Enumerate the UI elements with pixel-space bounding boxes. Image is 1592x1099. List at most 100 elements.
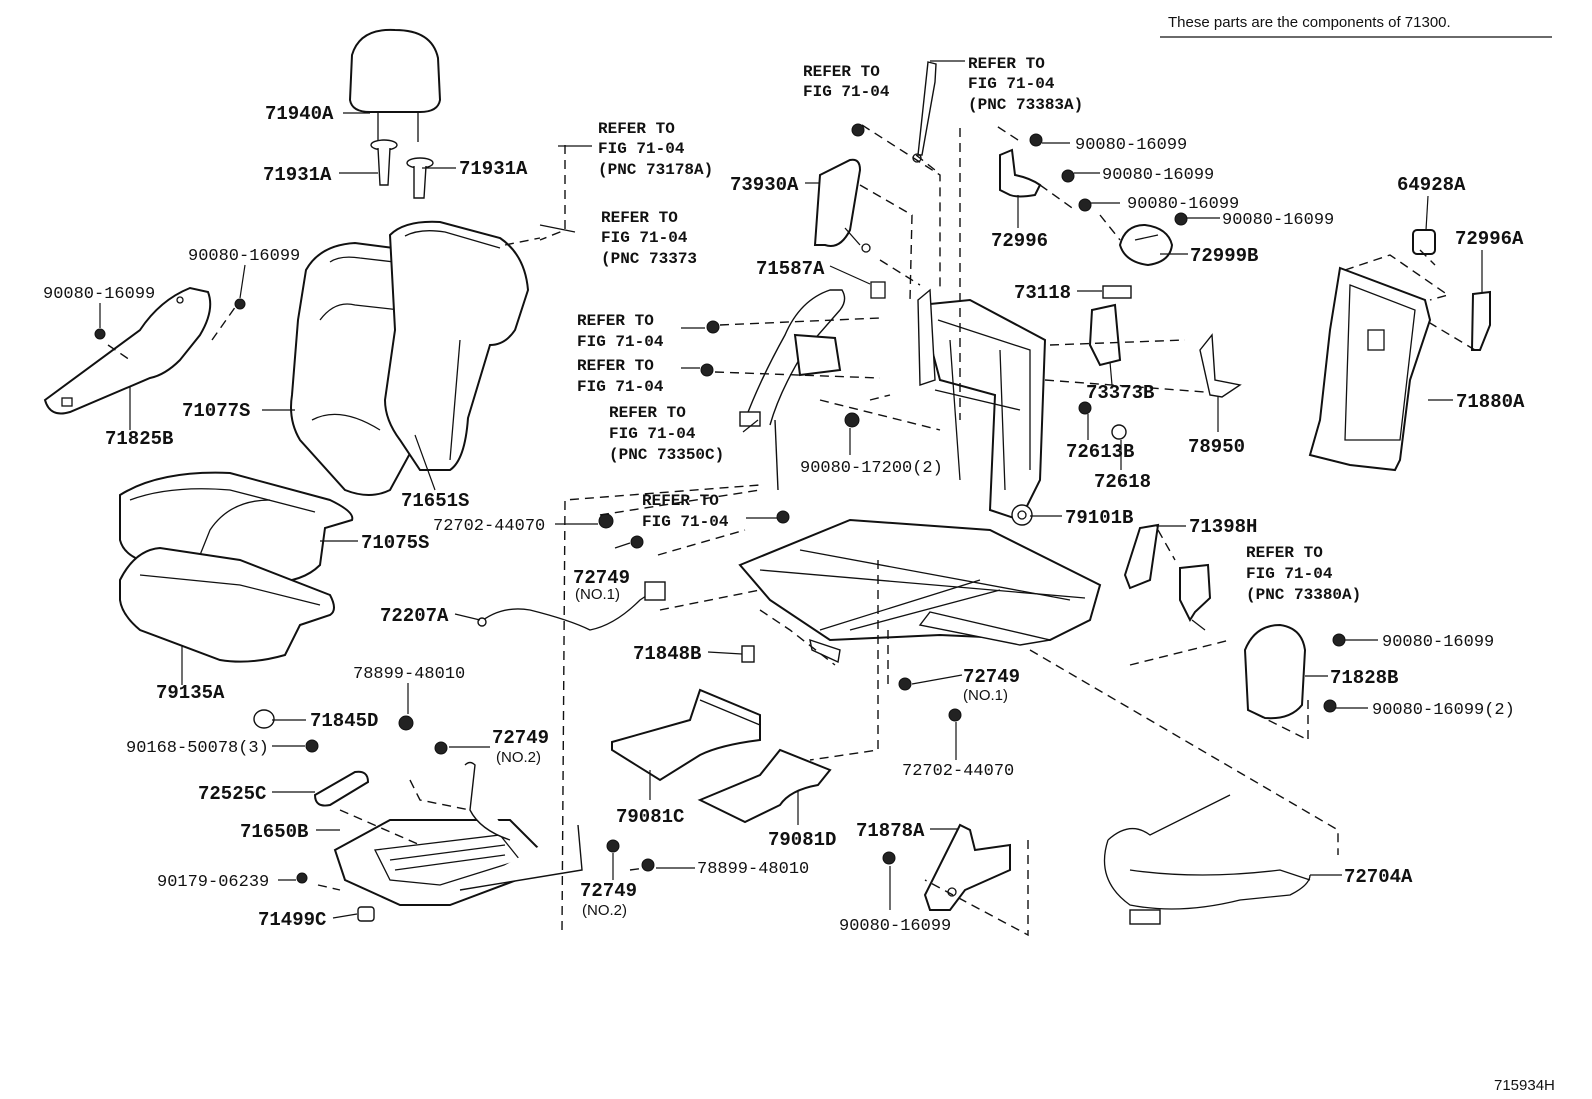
side-cover-left (43, 286, 212, 415)
label-79081D: 79081D (768, 829, 836, 851)
refer-to-fig-4: REFER TO FIG 71-04 (642, 492, 729, 531)
label-no2-b: (NO.2) (496, 749, 541, 766)
svg-text:REFER TO: REFER TO (598, 120, 675, 138)
svg-text:REFER TO: REFER TO (609, 404, 686, 422)
label-no1-d: (NO.1) (963, 687, 1008, 704)
svg-text:(PNC 73350C): (PNC 73350C) (609, 446, 724, 464)
svg-text:FIG 71-04: FIG 71-04 (803, 83, 890, 101)
label-73930A: 73930A (730, 174, 799, 196)
label-71077S: 71077S (182, 400, 250, 422)
label-90080-16099-d: 90080-16099 (1075, 136, 1187, 155)
label-no1-a: (NO.1) (575, 586, 620, 603)
label-64928A: 64928A (1397, 174, 1466, 196)
label-90080-16099-g: 90080-16099 (1222, 211, 1334, 230)
svg-text:(PNC 73178A): (PNC 73178A) (598, 161, 713, 179)
label-71931A-right: 71931A (459, 158, 528, 180)
label-90080-16099-e: 90080-16099 (1102, 166, 1214, 185)
bracket-72996 (999, 148, 1042, 198)
label-78899-48010-b: 78899-48010 (697, 860, 809, 879)
label-72999B: 72999B (1190, 245, 1258, 267)
bracket-71398H (1123, 523, 1160, 590)
cable-72704A (1103, 794, 1311, 925)
cap-71845D (253, 709, 275, 729)
seatback-frame (917, 288, 1047, 522)
floor-mat-79081D (697, 748, 832, 824)
lever-handle (313, 770, 370, 807)
svg-text:(PNC 73383A): (PNC 73383A) (968, 96, 1083, 114)
trim-73930A (813, 158, 871, 253)
svg-text:FIG 71-04: FIG 71-04 (601, 229, 688, 247)
label-78899-48010-a: 78899-48010 (353, 665, 465, 684)
svg-text:FIG 71-04: FIG 71-04 (1246, 565, 1333, 583)
svg-text:REFER TO: REFER TO (803, 63, 880, 81)
svg-text:REFER TO: REFER TO (642, 492, 719, 510)
bracket-72996A (1470, 290, 1491, 351)
label-71499C: 71499C (258, 909, 326, 931)
svg-text:FIG 71-04: FIG 71-04 (577, 378, 664, 396)
headrest-guide-left (370, 139, 398, 186)
label-72702-44070-b: 72702-44070 (902, 762, 1014, 781)
label-90080-16099-c: 90080-16099 (839, 917, 951, 936)
part-labels: 71940A 71931A 71931A 90080-16099 90080-1… (43, 103, 1525, 936)
svg-text:(PNC 73373: (PNC 73373 (601, 250, 697, 268)
refer-to-73380A: REFER TO FIG 71-04 (PNC 73380A) (1246, 544, 1361, 604)
release-cable (477, 581, 666, 631)
label-71880A: 71880A (1456, 391, 1525, 413)
figure-id: 715934H (1494, 1077, 1555, 1094)
label-72749-d: 72749 (963, 666, 1020, 688)
cushion-frame (333, 761, 583, 906)
hinge-79101B (1011, 504, 1033, 526)
label-79135A: 79135A (156, 682, 225, 704)
refer-to-fig-1: REFER TO FIG 71-04 (803, 63, 890, 101)
label-71940A: 71940A (265, 103, 334, 125)
label-90080-16099-f: 90080-16099 (1127, 195, 1239, 214)
label-71075S: 71075S (361, 532, 429, 554)
seat-belt (739, 289, 846, 491)
label-71825B: 71825B (105, 428, 173, 450)
svg-text:FIG 71-04: FIG 71-04 (968, 75, 1055, 93)
label-72618: 72618 (1094, 471, 1151, 493)
cover-71828B (1243, 623, 1307, 720)
cover-72999B (1118, 223, 1174, 267)
header-note: These parts are the components of 71300. (1168, 14, 1451, 31)
label-71650B: 71650B (240, 821, 308, 843)
label-72749-c: 72749 (580, 880, 637, 902)
label-78950: 78950 (1188, 436, 1245, 458)
svg-text:REFER TO: REFER TO (1246, 544, 1323, 562)
label-72525C: 72525C (198, 783, 266, 805)
label-72749-a: 72749 (573, 567, 630, 589)
dashed-guides (107, 124, 1476, 937)
label-79081C: 79081C (616, 806, 684, 828)
belt-anchor-rod (912, 61, 937, 163)
seatback-pad (383, 220, 530, 471)
label-90080-16099-b: 90080-16099 (43, 285, 155, 304)
label-71587A: 71587A (756, 258, 825, 280)
label-72704A: 72704A (1344, 866, 1413, 888)
label-71587A-part (870, 281, 886, 299)
label-90080-16099-h: 90080-16099 (1382, 633, 1494, 652)
seat-buckle (1179, 563, 1212, 631)
label-90179-06239: 90179-06239 (157, 873, 269, 892)
svg-text:REFER TO: REFER TO (968, 55, 1045, 73)
part-73118 (1102, 285, 1132, 299)
label-73373B: 73373B (1086, 382, 1154, 404)
label-no2-c: (NO.2) (582, 902, 627, 919)
svg-text:REFER TO: REFER TO (577, 357, 654, 375)
svg-text:FIG 71-04: FIG 71-04 (577, 333, 664, 351)
svg-text:REFER TO: REFER TO (601, 209, 678, 227)
fasteners (94, 123, 1346, 922)
bracket-71878A (923, 823, 1011, 911)
svg-text:FIG 71-04: FIG 71-04 (598, 140, 685, 158)
label-72996A: 72996A (1455, 228, 1524, 250)
label-71398H: 71398H (1189, 516, 1257, 538)
label-72996: 72996 (991, 230, 1048, 252)
label-90080-16099-a: 90080-16099 (188, 247, 300, 266)
leader-lines (99, 60, 1483, 919)
label-71828B: 71828B (1330, 667, 1398, 689)
bracket-73373B (1088, 303, 1122, 367)
seat-track-frame (738, 518, 1102, 664)
label-71878A: 71878A (856, 820, 925, 842)
label-90080-17200: 90080-17200(2) (800, 459, 943, 478)
label-72613B: 72613B (1066, 441, 1134, 463)
